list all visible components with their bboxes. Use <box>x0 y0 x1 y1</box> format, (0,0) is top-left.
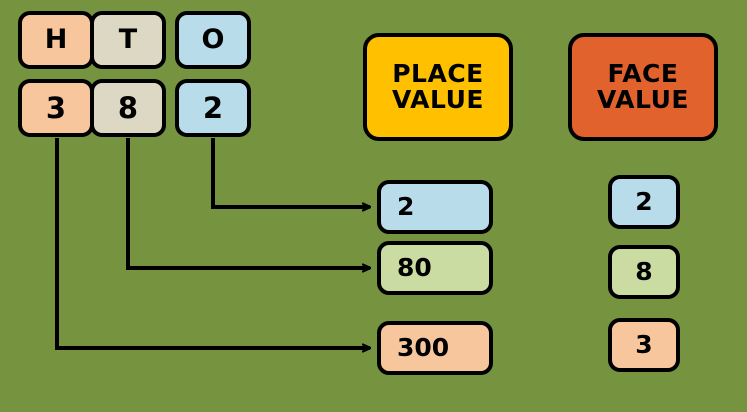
face-value-box-tens-value: 8 <box>635 256 653 286</box>
face-value-header-line1: FACE <box>607 58 679 88</box>
face-value-box-hundreds-value: 3 <box>635 329 653 359</box>
place-value-box-tens-value: 80 <box>397 252 432 282</box>
digit-tile-hundreds: 3 <box>18 79 94 137</box>
face-value-box-hundreds: 3 <box>608 318 680 372</box>
digit-tile-hundreds-value: 3 <box>45 90 67 125</box>
place-value-header: PLACE VALUE <box>363 33 513 141</box>
connector-tens <box>126 138 370 268</box>
face-value-box-tens: 8 <box>608 245 680 299</box>
place-value-box-tens: 80 <box>377 241 493 295</box>
connector-ones <box>211 138 370 207</box>
place-column-header-hundreds-label: H <box>44 23 68 55</box>
place-column-header-tens: T <box>90 11 166 69</box>
face-value-header-line2: VALUE <box>597 85 689 114</box>
digit-tile-ones: 2 <box>175 79 251 137</box>
place-value-box-ones: 2 <box>377 180 493 234</box>
place-value-box-hundreds-value: 300 <box>397 332 450 362</box>
place-value-box-ones-value: 2 <box>397 191 415 221</box>
place-column-header-hundreds: H <box>18 11 94 69</box>
place-column-header-tens-label: T <box>118 23 138 55</box>
place-column-header-ones: O <box>175 11 251 69</box>
face-value-header: FACE VALUE <box>568 33 718 141</box>
digit-tile-tens-value: 8 <box>117 90 139 125</box>
place-value-header-line1: PLACE <box>392 58 484 88</box>
place-value-header-line2: VALUE <box>392 85 484 114</box>
place-column-header-ones-label: O <box>201 23 225 55</box>
connector-hundreds <box>55 138 370 348</box>
place-value-box-hundreds: 300 <box>377 321 493 375</box>
digit-tile-ones-value: 2 <box>202 90 224 125</box>
digit-tile-tens: 8 <box>90 79 166 137</box>
face-value-box-ones: 2 <box>608 175 680 229</box>
face-value-box-ones-value: 2 <box>635 186 653 216</box>
